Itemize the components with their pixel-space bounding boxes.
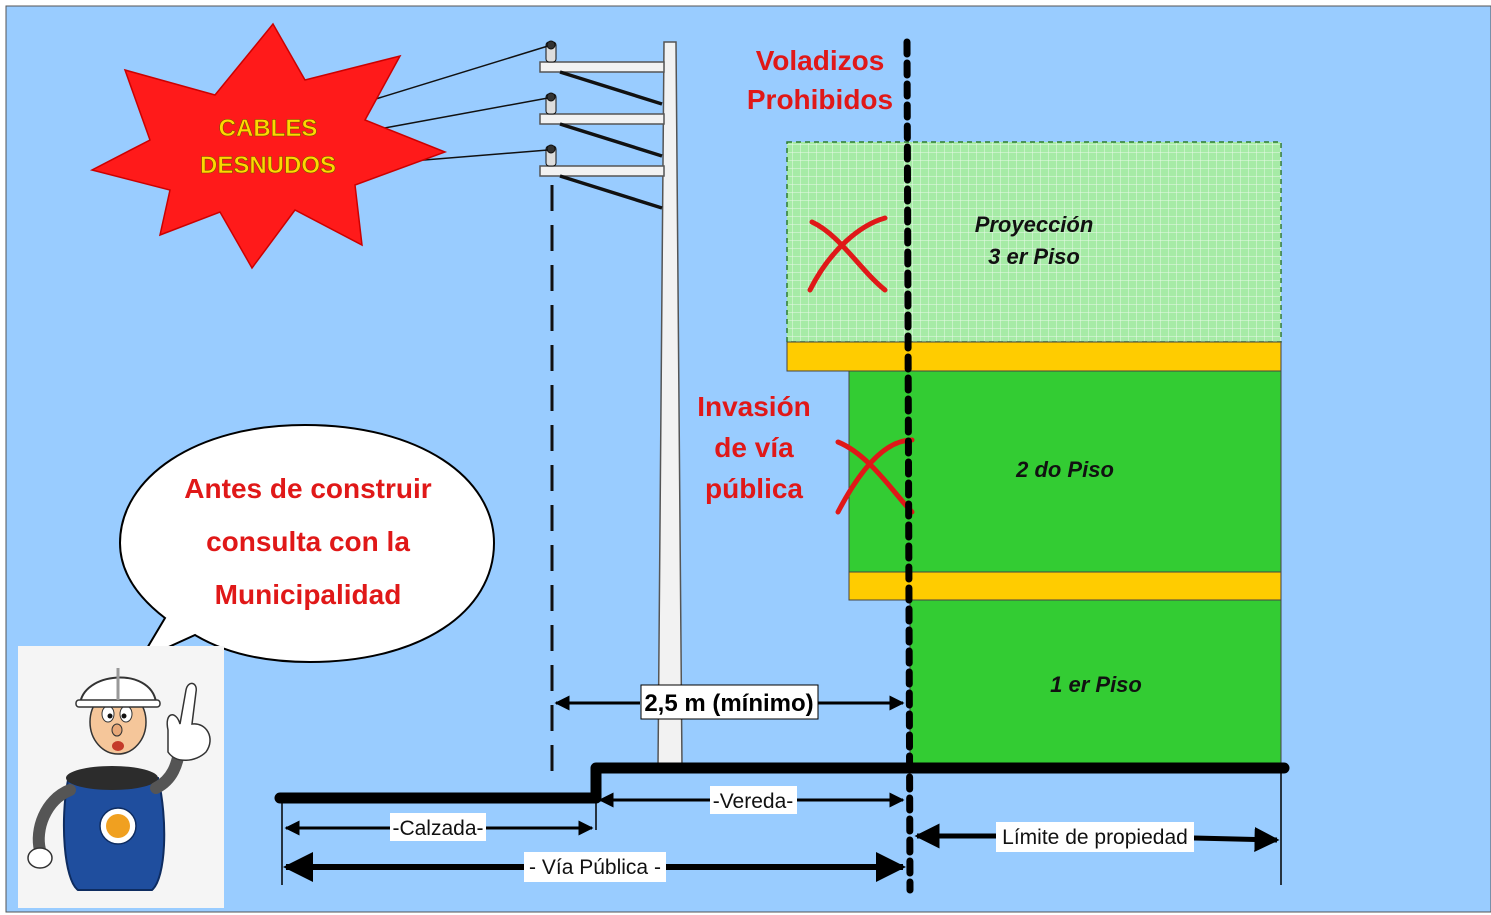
vereda-label: -Vereda- xyxy=(713,790,794,813)
invasion-label-line2: de vía xyxy=(714,432,794,463)
speech-bubble: Antes de construir consulta con la Munic… xyxy=(118,423,496,664)
warning-star: CABLES DESNUDOS xyxy=(89,22,448,270)
warning-star-line2: DESNUDOS xyxy=(200,152,336,179)
calzada-label: -Calzada- xyxy=(392,817,483,840)
speech-line3: Municipalidad xyxy=(215,579,402,610)
insulator-icon xyxy=(545,40,557,167)
calzada-dimension: -Calzada- xyxy=(284,813,594,841)
property-boundary-line xyxy=(903,38,914,894)
min-distance-label: 2,5 m (mínimo) xyxy=(644,690,813,717)
slab-lower xyxy=(848,571,1282,601)
via-publica-dimension: - Vía Pública - xyxy=(283,852,906,882)
first-floor xyxy=(909,599,1282,768)
second-floor-label: 2 do Piso xyxy=(1015,457,1114,482)
third-floor-label-line2: 3 er Piso xyxy=(988,244,1080,269)
third-floor-label-line1: Proyección xyxy=(975,212,1094,237)
via-publica-label: - Vía Pública - xyxy=(529,856,661,879)
first-floor-label: 1 er Piso xyxy=(1050,672,1142,697)
invasion-label-line1: Invasión xyxy=(697,391,811,422)
third-floor-projection xyxy=(786,141,1282,343)
limite-dimension: Límite de propiedad xyxy=(914,822,1280,852)
speech-line2: consulta con la xyxy=(206,526,410,557)
speech-line1: Antes de construir xyxy=(184,473,431,504)
worker-character-icon xyxy=(18,646,224,908)
slab-upper xyxy=(786,341,1282,372)
prohibited-cross-icon xyxy=(807,215,888,293)
invasion-label-line3: pública xyxy=(705,473,803,504)
overhang-label-line2: Prohibidos xyxy=(747,84,893,115)
min-distance-dimension: 2,5 m (mínimo) xyxy=(554,684,905,720)
overhang-label-line1: Voladizos xyxy=(756,45,885,76)
warning-star-line1: CABLES xyxy=(219,115,318,142)
vereda-dimension: -Vereda- xyxy=(598,786,905,814)
limite-label: Límite de propiedad xyxy=(1002,826,1188,849)
